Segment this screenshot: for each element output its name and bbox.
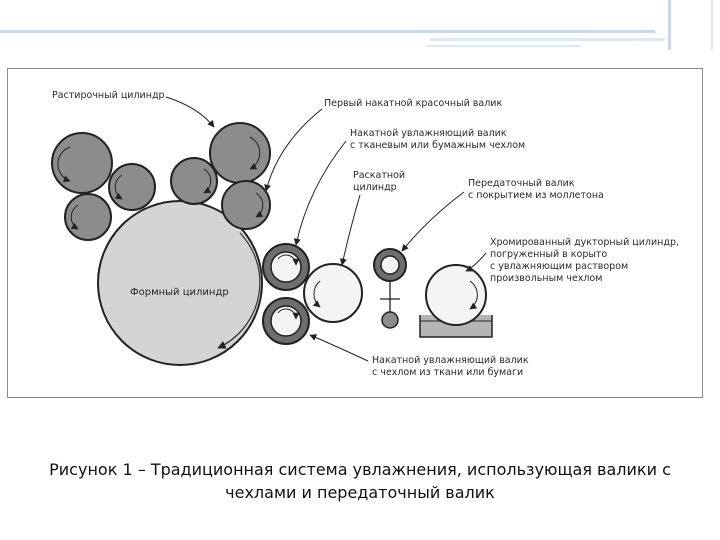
- label-ductor-1: Хромированный дукторный цилиндр,: [490, 237, 679, 248]
- label-anilox: Растирочный цилиндр: [52, 90, 165, 101]
- plate-cylinder: [97, 200, 263, 366]
- label-distributor-2: цилиндр: [353, 182, 397, 193]
- label-damp-form-roller-bottom-2: с чехлом из ткани или бумаги: [372, 367, 523, 378]
- label-transfer-1: Передаточный валик: [468, 178, 575, 189]
- label-damp-form-roller-top-2: с тканевым или бумажным чехлом: [350, 140, 525, 151]
- label-first-ink-form-roller: Первый накатной красочный валик: [324, 98, 502, 109]
- distributor-cylinder: [303, 263, 363, 323]
- caption-line-1: Рисунок 1 – Традиционная система увлажне…: [49, 460, 671, 479]
- ductor-cylinder: [419, 264, 493, 338]
- label-ductor-4: произвольным чехлом: [490, 273, 602, 284]
- leader-arrows: [165, 96, 487, 362]
- arrow-anilox: [165, 96, 215, 128]
- arrow-first-ink-form-roller: [264, 108, 323, 192]
- arrow-damp-form-roller-bottom: [309, 334, 369, 362]
- ink-roller-2: [108, 163, 156, 211]
- arrow-transfer: [401, 191, 465, 252]
- damp-form-roller-top: [262, 243, 310, 291]
- arrow-ductor: [465, 252, 487, 272]
- header-bar-short: [426, 45, 581, 47]
- transfer-roller: [373, 248, 407, 329]
- label-transfer-2: с покрытием из моллетона: [468, 190, 604, 201]
- label-ductor-3: с увлажняющим раствором: [490, 261, 628, 272]
- header-bar-top: [0, 30, 655, 33]
- ink-roller-3: [64, 193, 112, 241]
- arrow-damp-form-roller-top: [293, 140, 347, 246]
- arrow-distributor: [339, 194, 361, 266]
- ink-roller-4: [170, 157, 218, 205]
- label-plate-cylinder: Формный цилиндр: [130, 287, 229, 298]
- figure-caption: Рисунок 1 – Традиционная система увлажне…: [10, 458, 710, 504]
- figure-frame: Растирочный цилиндр Первый накатной крас…: [7, 68, 703, 398]
- header-corner-lines: [668, 0, 713, 50]
- dampening-system-diagram: Растирочный цилиндр Первый накатной крас…: [51, 90, 679, 378]
- caption-line-2: чехлами и передаточный валик: [225, 483, 495, 502]
- first-ink-form-roller: [221, 180, 271, 230]
- damp-form-roller-bottom: [262, 297, 310, 345]
- anilox-cylinder: [209, 122, 271, 184]
- ink-roller-1: [51, 132, 113, 194]
- label-damp-form-roller-top-1: Накатной увлажняющий валик: [350, 128, 507, 139]
- label-distributor-1: Раскатной: [353, 170, 405, 181]
- header-bar-thin: [430, 38, 665, 41]
- label-ductor-2: погруженный в корыто: [490, 249, 607, 260]
- label-damp-form-roller-bottom-1: Накатной увлажняющий валик: [372, 355, 529, 366]
